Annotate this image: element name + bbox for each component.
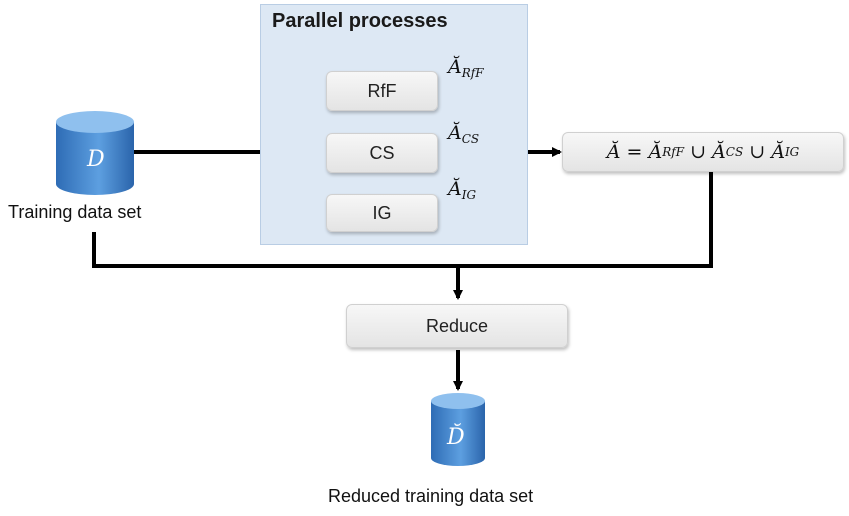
input-db-label: Training data set	[8, 202, 142, 222]
union-to-reduce-path	[458, 164, 713, 268]
reduce-box[interactable]: Reduce	[346, 304, 568, 348]
process-rff[interactable]: RfF	[326, 71, 438, 111]
output-cs: ĂCS	[448, 122, 480, 146]
process-cs[interactable]: CS	[326, 133, 438, 173]
output-rff: ĂRfF	[448, 56, 484, 80]
output-db-symbol: D̆	[447, 425, 465, 450]
reduced-database-icon	[431, 393, 485, 466]
process-cs-label: CS	[369, 142, 395, 163]
process-ig[interactable]: IG	[326, 194, 438, 232]
process-ig-label: IG	[372, 202, 392, 223]
database-icon	[56, 111, 134, 195]
input-db-symbol: D	[87, 147, 105, 172]
process-rff-label: RfF	[367, 80, 397, 101]
output-db-label: Reduced training data set	[328, 486, 534, 506]
output-ig: ĂIG	[448, 178, 477, 202]
reduce-label: Reduce	[425, 315, 489, 336]
training-to-reduce-path	[92, 232, 458, 268]
group-title: Parallel processes	[272, 10, 448, 32]
